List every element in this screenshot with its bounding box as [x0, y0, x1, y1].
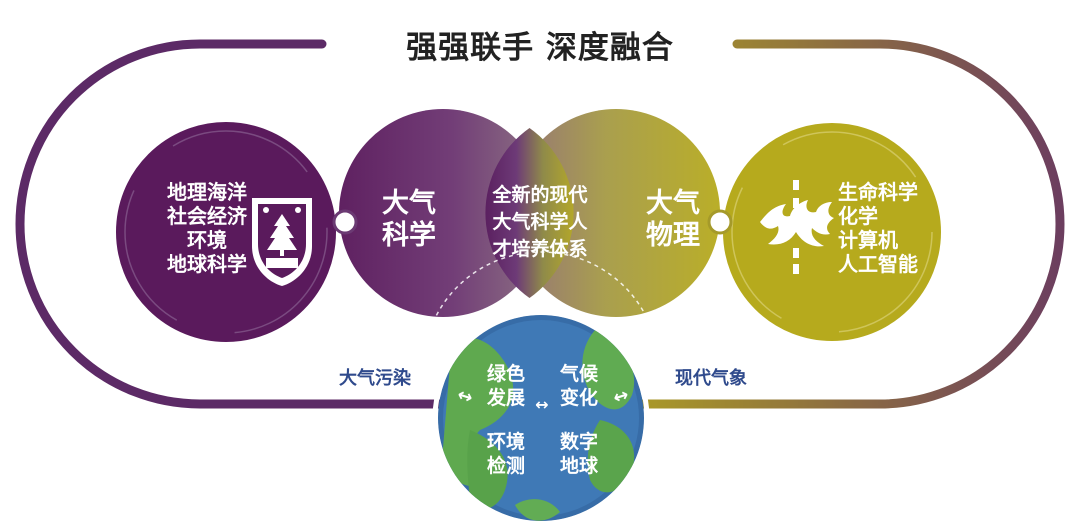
left-circle-line: 社会经济	[167, 204, 247, 228]
frame-right-arc	[607, 39, 1065, 409]
page-title: 强强联手 深度融合	[406, 30, 674, 66]
right-circle-line: 人工智能	[838, 252, 918, 276]
right-circle-line: 生命科学	[838, 180, 918, 204]
globe-outline	[432, 309, 650, 527]
center-left-line: 科学	[382, 220, 436, 251]
center-right-line: 大气	[646, 188, 700, 219]
center-right-circle-text: 大气 物理	[638, 188, 708, 252]
label-modern-meteorology: 现代气象	[675, 368, 747, 389]
connector-dot-right	[707, 209, 733, 235]
globe-item-environment-detection: 环境 检测	[483, 430, 529, 478]
globe-item-line: 检测	[486, 455, 525, 477]
left-circle-text: 地理海洋 社会经济 环境 地球科学	[148, 180, 266, 276]
center-left-circle-text: 大气 科学	[374, 188, 444, 252]
left-circle-ring	[124, 130, 328, 334]
label-air-pollution: 大气污染	[339, 368, 411, 389]
center-overlap-line: 全新的现代	[492, 184, 588, 206]
globe-item-line: 环境	[486, 431, 525, 453]
right-circle-line: 计算机	[838, 228, 898, 252]
center-overlap-line: 大气科学人	[492, 211, 588, 233]
left-circle-line: 地理海洋	[167, 180, 247, 204]
globe-item-line: 发展	[486, 387, 525, 409]
center-right-line: 物理	[646, 220, 700, 251]
right-circle-ring	[731, 131, 933, 333]
right-circle-line: 化学	[838, 204, 878, 228]
nanjing-university-seal-icon	[252, 198, 312, 286]
globe	[438, 315, 644, 521]
globe-item-line: 地球	[559, 455, 598, 477]
globe-item-digital-earth: 数字 地球	[556, 430, 602, 478]
globe-dashed-arc	[429, 251, 653, 331]
center-left-circle	[339, 109, 547, 317]
globe-item-green-development: 绿色 发展	[483, 362, 529, 410]
arrow-center-icon: ↔	[535, 395, 549, 414]
center-left-line: 大气	[382, 188, 436, 219]
frame-left-arc	[15, 39, 475, 409]
globe-item-climate-change: 气候 变化	[556, 362, 602, 410]
center-right-circle	[512, 109, 720, 317]
connector-dot-left	[332, 209, 358, 235]
center-overlap-fill	[485, 128, 574, 298]
globe-item-line: 变化	[559, 387, 598, 409]
globe-item-line: 绿色	[486, 363, 525, 385]
flame-logo-icon	[760, 180, 834, 274]
center-overlap-text: 全新的现代 大气科学人 才培养体系	[480, 182, 600, 263]
left-circle-line: 环境	[187, 228, 227, 252]
left-circle-line: 地球科学	[167, 252, 247, 276]
globe-item-line: 气候	[559, 363, 598, 385]
right-circle-text: 生命科学 化学 计算机 人工智能	[838, 180, 942, 276]
center-overlap-line: 才培养体系	[492, 238, 588, 260]
globe-item-line: 数字	[559, 431, 598, 453]
